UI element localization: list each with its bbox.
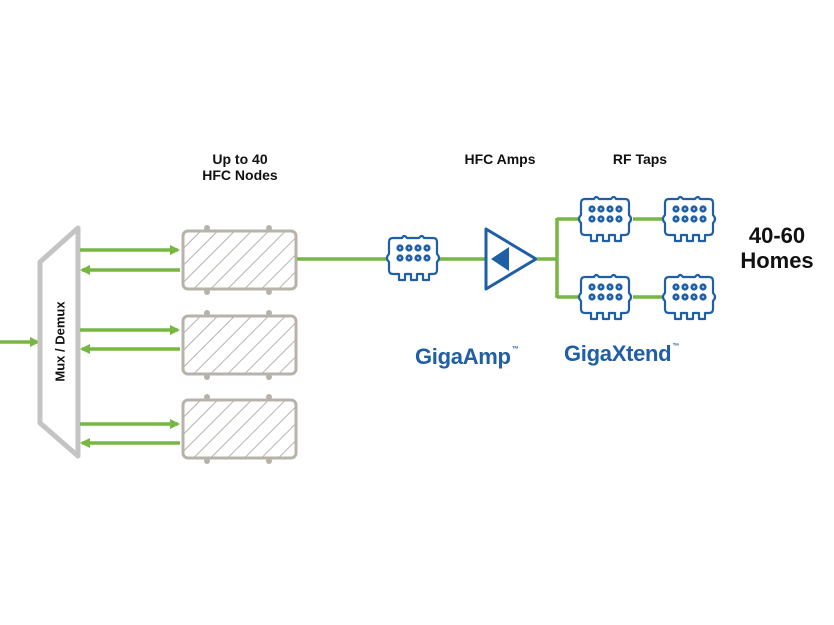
amps-label: HFC Amps	[464, 151, 536, 167]
hfc-node-icon	[181, 392, 298, 466]
rf-tap-icon	[661, 273, 717, 321]
mux-demux-trapezoid-icon	[37, 225, 81, 459]
nodes-label: Up to 40 HFC Nodes	[170, 151, 310, 183]
rf-tap-icon	[661, 195, 717, 243]
rf-tap-icon	[577, 195, 633, 243]
amplifier-triangle-icon	[484, 227, 538, 291]
homes-label-line2: Homes	[740, 248, 814, 274]
rf-tap-icon	[385, 234, 441, 282]
homes-label: 40-60 Homes	[722, 223, 832, 274]
hfc-node-icon	[181, 308, 298, 382]
gigaamp-brand-logo: GigaAmp™	[415, 344, 519, 370]
gigaxtend-brand-logo: GigaXtend™	[564, 341, 679, 367]
mux-node-links	[80, 245, 180, 448]
hfc-node-icon	[181, 223, 298, 297]
gigaxtend-brand-text: GigaXtend	[564, 341, 672, 366]
trademark-mark: ™	[672, 343, 680, 350]
rf-tap-icon	[577, 273, 633, 321]
trademark-mark: ™	[511, 346, 519, 353]
homes-label-line1: 40-60	[748, 223, 806, 248]
branch-links	[537, 217, 662, 299]
gigaamp-brand-text: GigaAmp	[415, 344, 511, 369]
taps-label: RF Taps	[612, 151, 668, 167]
nodes-label-line1: Up to 40	[212, 151, 268, 167]
nodes-label-line2: HFC Nodes	[202, 167, 278, 184]
mux-demux-label: Mux / Demux	[52, 301, 68, 382]
